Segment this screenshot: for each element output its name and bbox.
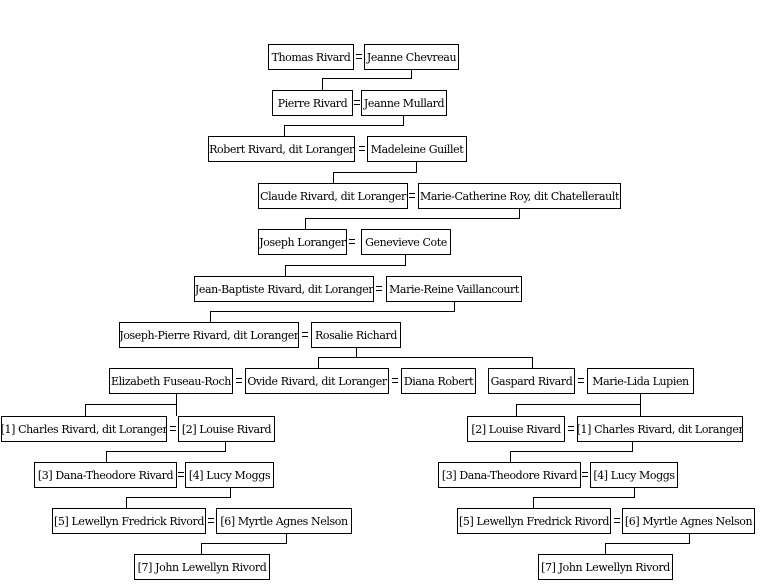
person-louise-rivard-right[interactable]: [2] Louise Rivard (467, 416, 565, 442)
person-elizabeth-fuseau-roch[interactable]: Elizabeth Fuseau-Roch (109, 368, 233, 394)
marriage-symbol (178, 472, 184, 477)
person-myrtle-nelson-left[interactable]: [6] Myrtle Agnes Nelson (216, 508, 352, 534)
person-joseph-pierre-rivard[interactable]: Joseph-Pierre Rivard, dit Loranger (119, 322, 299, 348)
marriage-symbol (302, 332, 308, 337)
person-thomas-rivard[interactable]: Thomas Rivard (268, 44, 354, 70)
person-charles-rivard-left[interactable]: [1] Charles Rivard, dit Loranger (1, 416, 167, 442)
marriage-symbol (354, 100, 360, 105)
person-dana-theodore-left[interactable]: [3] Dana-Theodore Rivard (34, 462, 177, 488)
person-genevieve-cote[interactable]: Genevieve Cote (361, 229, 451, 255)
person-lewellyn-fredrick-left[interactable]: [5] Lewellyn Fredrick Rivord (52, 508, 206, 534)
marriage-symbol (582, 472, 588, 477)
person-joseph-loranger[interactable]: Joseph Loranger (258, 229, 347, 255)
marriage-symbol (376, 286, 382, 291)
marriage-symbol (349, 239, 355, 244)
person-lucy-moggs-left[interactable]: [4] Lucy Moggs (185, 462, 274, 488)
person-marie-catherine-roy[interactable]: Marie-Catherine Roy, dit Chatellerault (418, 183, 621, 209)
marriage-symbol (170, 426, 176, 431)
person-rosalie-richard[interactable]: Rosalie Richard (311, 322, 401, 348)
marriage-symbol (614, 518, 620, 523)
person-charles-rivard-right[interactable]: [1] Charles Rivard, dit Loranger (577, 416, 743, 442)
person-claude-rivard[interactable]: Claude Rivard, dit Loranger (258, 183, 408, 209)
marriage-symbol (359, 146, 365, 151)
person-jean-baptiste-rivard[interactable]: Jean-Baptiste Rivard, dit Loranger (194, 276, 374, 302)
person-dana-theodore-right[interactable]: [3] Dana-Theodore Rivard (438, 462, 581, 488)
person-lucy-moggs-right[interactable]: [4] Lucy Moggs (590, 462, 678, 488)
person-jeanne-chevreau[interactable]: Jeanne Chevreau (364, 44, 459, 70)
person-robert-rivard[interactable]: Robert Rivard, dit Loranger (208, 136, 355, 162)
marriage-symbol (409, 193, 415, 198)
person-louise-rivard-left[interactable]: [2] Louise Rivard (178, 416, 275, 442)
person-john-lewellyn-left[interactable]: [7] John Lewellyn Rivord (134, 554, 270, 580)
marriage-symbol (208, 518, 214, 523)
person-myrtle-nelson-right[interactable]: [6] Myrtle Agnes Nelson (622, 508, 755, 534)
marriage-symbol (568, 426, 574, 431)
person-marie-reine-vaillancourt[interactable]: Marie-Reine Vaillancourt (386, 276, 522, 302)
person-john-lewellyn-right[interactable]: [7] John Lewellyn Rivord (538, 554, 673, 580)
person-diana-robert[interactable]: Diana Robert (401, 368, 476, 394)
person-marie-lida-lupien[interactable]: Marie-Lida Lupien (587, 368, 694, 394)
person-lewellyn-fredrick-right[interactable]: [5] Lewellyn Fredrick Rivord (457, 508, 611, 534)
person-madeleine-guillet[interactable]: Madeleine Guillet (367, 136, 467, 162)
person-jeanne-mullard[interactable]: Jeanne Mullard (361, 90, 447, 116)
marriage-symbol (236, 378, 242, 383)
marriage-symbol (356, 54, 362, 59)
marriage-symbol (578, 378, 584, 383)
person-pierre-rivard[interactable]: Pierre Rivard (272, 90, 353, 116)
person-ovide-rivard[interactable]: Ovide Rivard, dit Loranger (245, 368, 389, 394)
person-gaspard-rivard[interactable]: Gaspard Rivard (488, 368, 575, 394)
marriage-symbol (392, 378, 398, 383)
